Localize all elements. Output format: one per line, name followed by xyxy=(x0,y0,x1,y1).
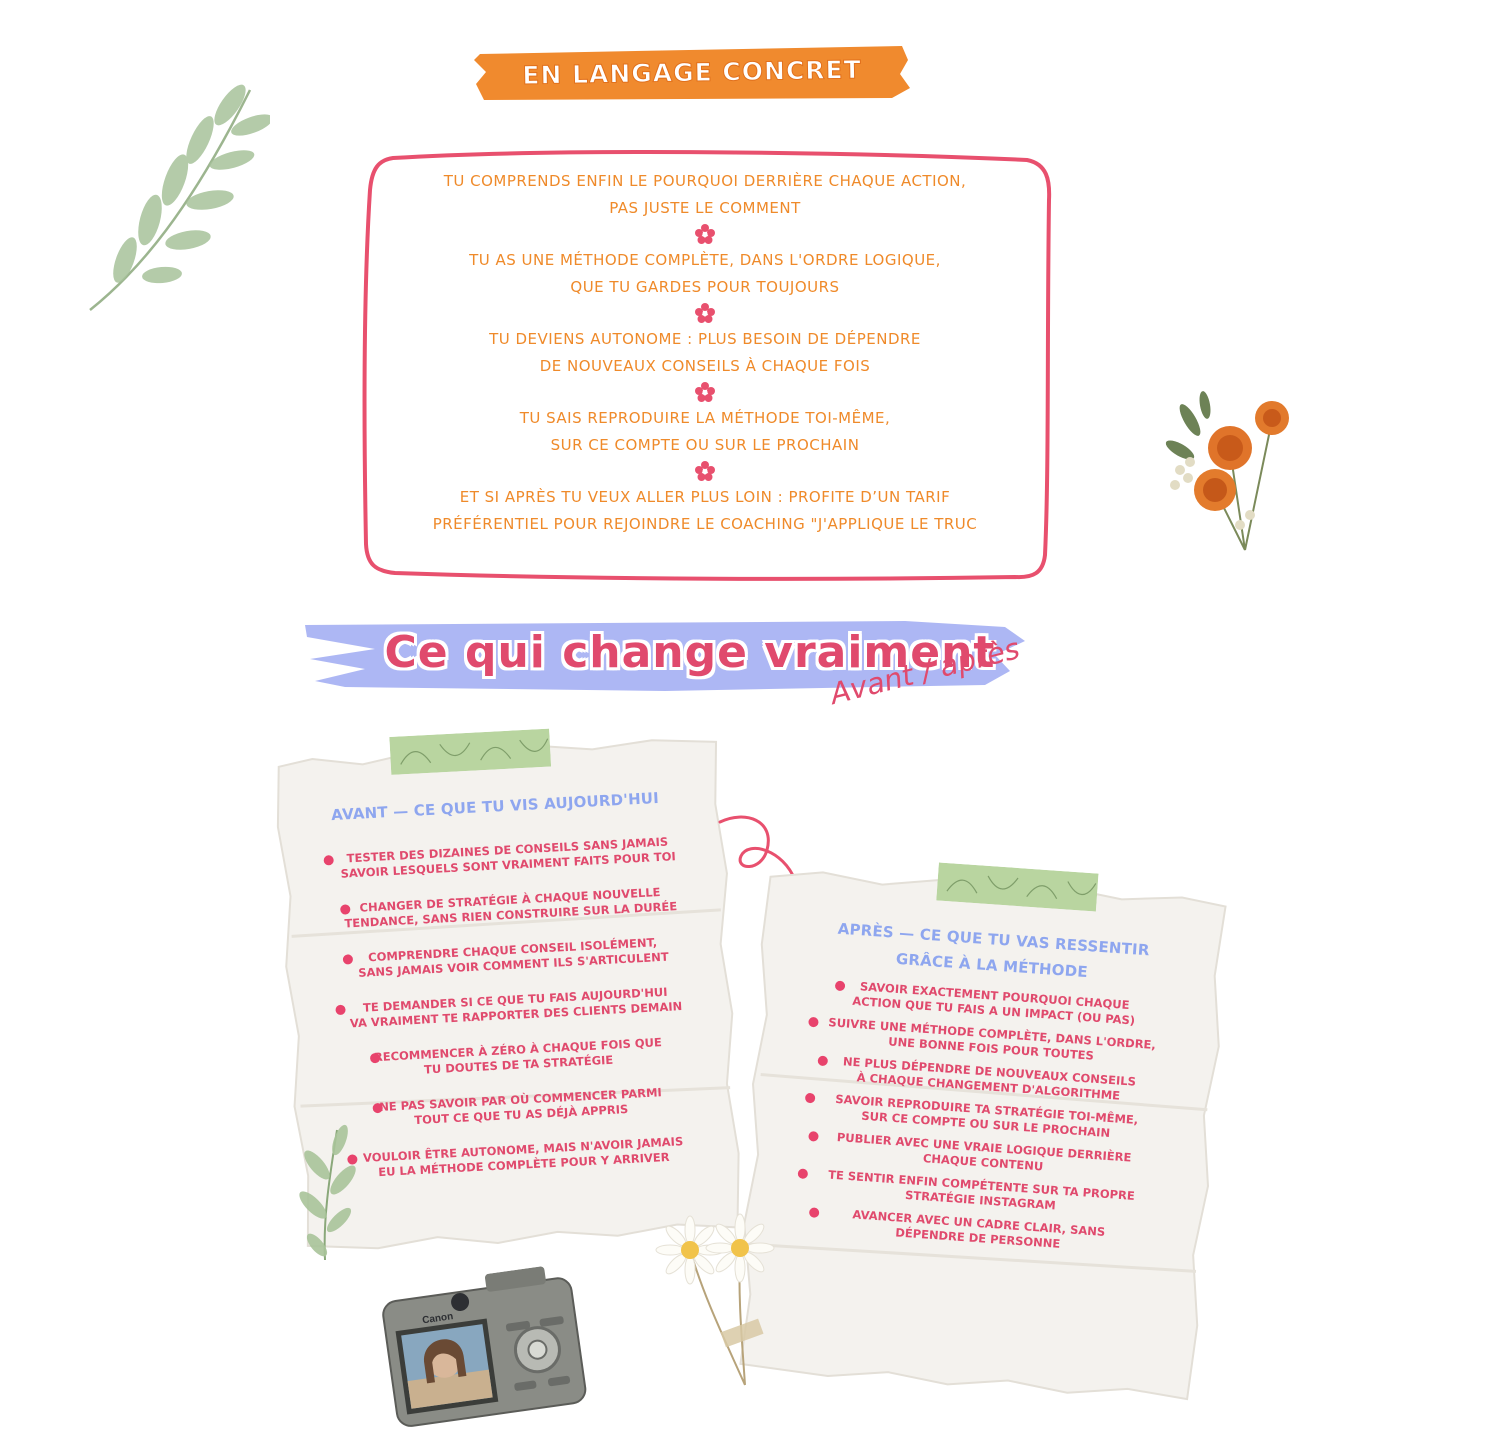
concrete-line: Tu deviens autonome : plus besoin de dép… xyxy=(489,330,921,348)
concrete-line: Tu sais reproduire la méthode toi-même, xyxy=(519,409,891,427)
concrete-item: Tu comprends enfin le pourquoi derrière … xyxy=(375,168,1035,221)
list-item: Recommencer à zéro à chaque fois quetu d… xyxy=(328,1033,709,1083)
concrete-line: Et si après tu veux aller plus loin : pr… xyxy=(459,488,951,506)
washi-tape-icon xyxy=(936,862,1099,912)
flower-icon xyxy=(375,300,1035,326)
concrete-line: préférentiel pour rejoindre le coaching … xyxy=(432,514,978,533)
eucalyptus-branch-icon xyxy=(89,84,270,311)
concrete-line: Tu comprends enfin le pourquoi derrière … xyxy=(443,172,967,190)
section-title: Ce qui change vraiment Avant / après xyxy=(305,615,1085,745)
section-title-main: Ce qui change vraiment xyxy=(384,627,996,678)
concrete-line: que tu gardes pour toujours xyxy=(570,277,840,296)
camera-icon: Canon xyxy=(376,1262,595,1438)
brush-stroke-orange xyxy=(474,46,910,100)
concrete-item: Tu as une méthode complète, dans l'ordre… xyxy=(375,247,1035,300)
flower-icon xyxy=(375,221,1035,247)
camera-brand: Canon xyxy=(422,1311,454,1326)
concrete-item: Tu deviens autonome : plus besoin de dép… xyxy=(375,326,1035,379)
avant-list: Tester des dizaines de conseils sans jam… xyxy=(317,833,714,1182)
flower-icon xyxy=(375,379,1035,405)
banner-label: EN LANGAGE CONCRET xyxy=(522,54,863,90)
daisy-icon xyxy=(655,1213,775,1386)
section-banner: EN LANGAGE CONCRET xyxy=(472,40,912,104)
list-item: Te demander si ce que tu fais aujourd'hu… xyxy=(325,983,706,1033)
marigold-bouquet-icon xyxy=(1165,391,1289,551)
washi-tape-icon xyxy=(389,728,552,775)
concrete-line: Tu as une méthode complète, dans l'ordre… xyxy=(469,251,941,269)
list-item: Ne pas savoir par où commencer parmitout… xyxy=(330,1083,711,1133)
concrete-line: pas juste le comment xyxy=(609,198,801,217)
concrete-item: Et si après tu veux aller plus loin : pr… xyxy=(375,484,1035,537)
apres-list: Savoir exactement pourquoi chaqueaction … xyxy=(788,975,1185,1259)
hand-drawn-frame xyxy=(362,150,1052,581)
concrete-list: Tu comprends enfin le pourquoi derrière … xyxy=(375,168,1035,537)
avant-card: AVANT — CE QUE TU VIS AUJOURD'HUI Tester… xyxy=(272,728,748,1257)
flower-icon xyxy=(375,458,1035,484)
concrete-item: Tu sais reproduire la méthode toi-même, … xyxy=(375,405,1035,458)
concrete-benefits-box: Tu comprends enfin le pourquoi derrière … xyxy=(355,140,1055,585)
leaf-sprig-icon xyxy=(299,1124,356,1261)
apres-card: APRÈS — CE QUE TU VAS RESSENTIR GRÂCE À … xyxy=(728,862,1232,1406)
concrete-line: sur ce compte ou sur le prochain xyxy=(550,435,860,454)
brush-stroke-blue xyxy=(305,621,1025,691)
list-item: Comprendre chaque conseil isolément,sans… xyxy=(323,933,704,983)
list-item: Changer de stratégie à chaque nouvellete… xyxy=(320,883,701,933)
concrete-line: de nouveaux conseils à chaque fois xyxy=(539,356,871,375)
